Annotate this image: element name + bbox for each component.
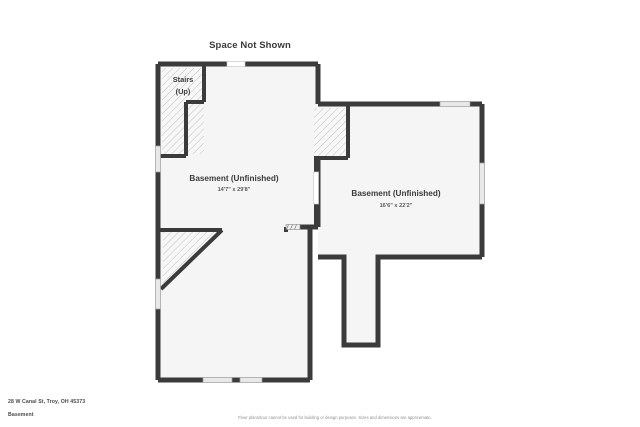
room-label-basement-right-dims: 16'6" x 22'2" (380, 203, 413, 209)
wall-bulkhead-diagonal (159, 228, 224, 291)
opening-top-left (226, 61, 246, 67)
footer-disclaimer: Floor plans/tour cannot be used for buil… (238, 415, 432, 420)
utility-block-hatch (314, 108, 348, 156)
footer-level: Basement (8, 412, 34, 418)
vent-step-wall (285, 224, 301, 230)
room-label-basement-right-name: Basement (Unfinished) (351, 189, 440, 198)
window-top-right (439, 101, 471, 107)
vent-hatch-line-1 (286, 224, 289, 230)
window-left-upper (155, 145, 161, 173)
footer-address: 28 W Canal St, Troy, OH 45373 (8, 399, 86, 405)
room-labels: Basement (Unfinished) 14'7" x 29'8" Base… (173, 75, 441, 209)
window-bottom-right (239, 377, 263, 383)
wall-bottom-right (318, 254, 482, 348)
opening-interior-partition (313, 171, 319, 205)
room-label-basement-left-dims: 14'7" x 29'8" (218, 187, 251, 193)
exterior-walls (155, 61, 485, 383)
vent-hatch-line-3 (294, 224, 297, 230)
window-bottom-left (202, 377, 233, 383)
windows-group (155, 61, 485, 383)
stairs-hatch (162, 68, 204, 154)
stairs-label-line2: (Up) (176, 87, 191, 96)
room-label-basement-left-name: Basement (Unfinished) (189, 174, 278, 183)
floor-fill-right (318, 104, 482, 345)
stairs-label-line1: Stairs (173, 75, 194, 84)
window-right (479, 162, 485, 205)
page-title: Space Not Shown (209, 40, 291, 51)
vent-hatch-line-2 (290, 224, 293, 230)
window-left-lower (155, 278, 161, 310)
